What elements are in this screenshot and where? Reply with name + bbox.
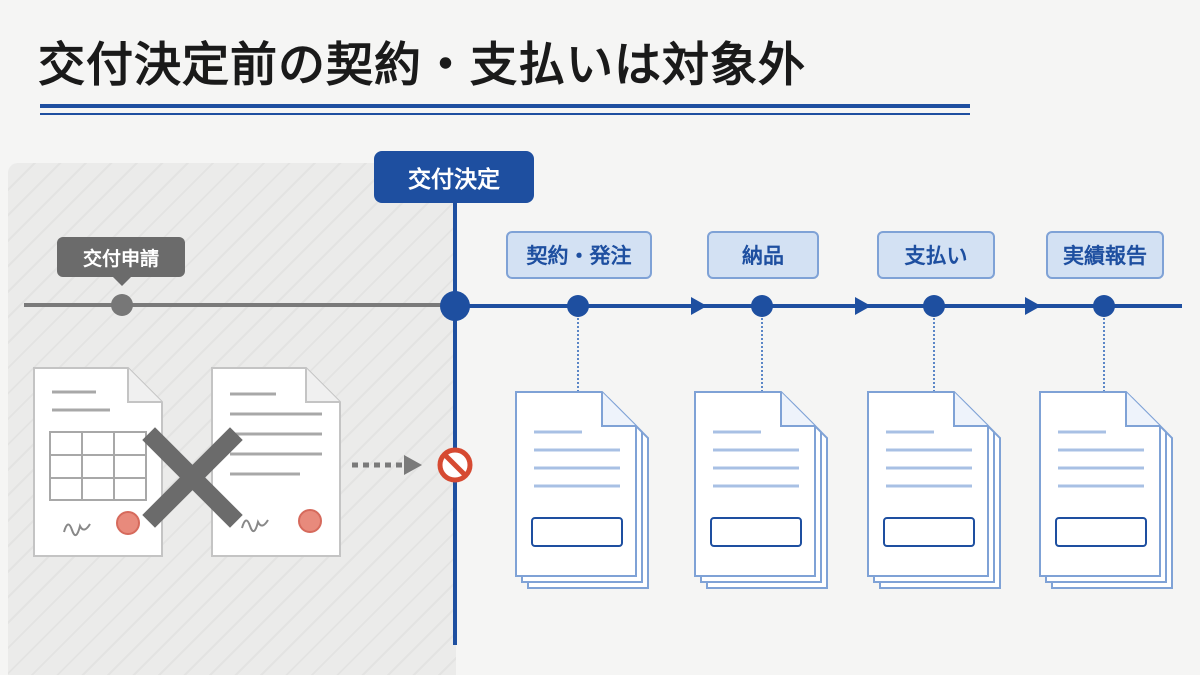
hanko-stamp-icon [116,511,140,535]
title-underline-thin [40,113,970,115]
stage-connector [577,318,579,392]
decision-divider-line [453,200,457,645]
no-entry-icon [437,447,473,483]
title-underline [40,104,970,108]
stage-connector [1103,318,1105,392]
stage-label-delivery: 納品 [707,231,819,279]
stage-label-payment: 支払い [877,231,995,279]
decision-point [440,291,470,321]
application-point [111,294,133,316]
stage-label-report: 実績報告 [1046,231,1164,279]
pre-decision-timeline [24,303,454,307]
application-label: 交付申請 [57,237,185,286]
post-decision-timeline [455,304,1182,308]
blocked-arrow [352,455,422,475]
stage-connector [761,318,763,392]
contract-form-document [33,367,163,557]
decision-label: 交付決定 [374,151,534,203]
stage-label-contract: 契約・発注 [506,231,652,279]
payment-document-stack [866,390,1002,590]
signature-icon [63,523,91,537]
timeline-arrow [855,297,871,315]
timeline-arrow [691,297,707,315]
report-document-stack [1038,390,1174,590]
stage-point-payment [923,295,945,317]
stage-point-delivery [751,295,773,317]
cross-mark-icon [142,427,243,528]
page-title: 交付決定前の契約・支払いは対象外 [38,38,806,93]
purchase-order-document [211,367,341,557]
timeline-arrow [1025,297,1041,315]
contract-document-stack [514,390,650,590]
delivery-document-stack [693,390,829,590]
stage-point-report [1093,295,1115,317]
stage-connector [933,318,935,392]
stage-point-contract [567,295,589,317]
